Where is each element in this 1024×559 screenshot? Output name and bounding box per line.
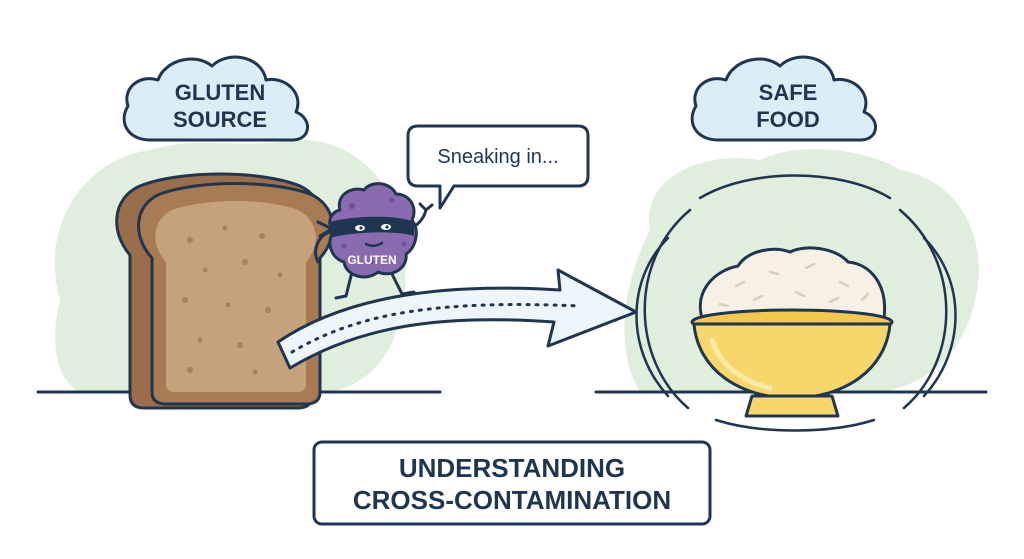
title-line2: CROSS-CONTAMINATION [353,485,671,515]
safe-food-label-line1: SAFE [759,80,818,105]
title-line1: UNDERSTANDING [399,453,625,483]
speech-bubble-text: Sneaking in... [437,146,558,168]
character-badge-text: GLUTEN [347,253,396,267]
speech-bubble [406,124,590,210]
gluten-source-label-line2: SOURCE [173,107,267,132]
rice-bowl-icon [635,174,957,432]
cloud-icon [122,55,309,142]
title-box [312,440,712,526]
safe-food-label-line2: FOOD [756,107,820,132]
bread-icon [115,172,335,410]
gluten-character-icon [314,182,434,300]
cloud-icon [690,55,877,142]
gluten-source-label-line1: GLUTEN [175,80,265,105]
